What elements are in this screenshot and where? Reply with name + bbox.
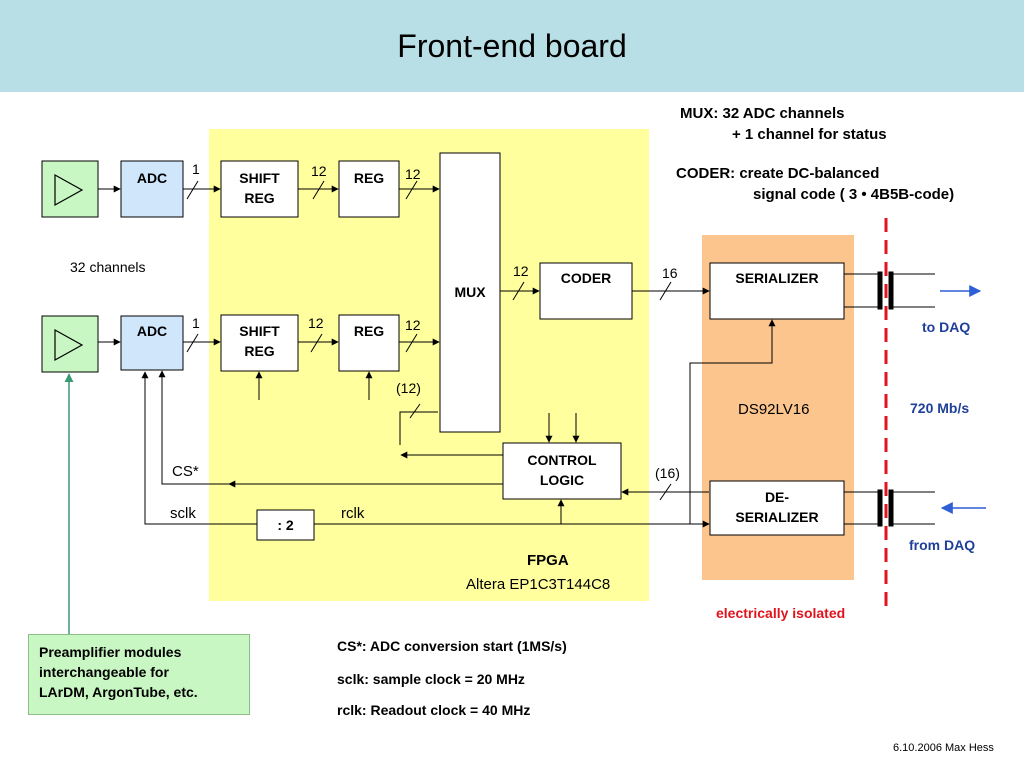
preamp-note-box: Preamplifier modules interchangeable for… [28,634,250,715]
bus-width-12b: 12 [308,315,324,331]
rclk-label: rclk [341,505,365,522]
bus-width-12e: 12 [513,263,529,279]
shift-reg-label-1-line1: SHIFT [239,170,280,186]
legend-rclk: rclk: Readout clock = 40 MHz [337,702,531,718]
footer-credit: 6.10.2006 Max Hess [893,742,994,754]
channel-2-wiring [98,333,440,353]
adc-block-1 [120,160,184,218]
serializer-block [709,262,845,320]
reg-label-2: REG [353,323,385,339]
header-band [0,0,1024,92]
adc-label-2: ADC [136,323,168,339]
isolation-transformer-tx [844,271,935,310]
shift-reg-label-2-line1: SHIFT [239,323,280,339]
to-daq-label: to DAQ [922,319,971,335]
shift-reg-label-1-line2: REG [244,190,275,206]
output-wiring [500,281,710,301]
shift-reg-label-2: SHIFT REG [221,321,298,361]
deserializer-label: DE- SERIALIZER [710,487,844,527]
divider-label: : 2 [277,517,294,533]
bus-width-12d: 12 [405,317,421,333]
bus-width-12a: 12 [311,163,327,179]
legend-sclk: sclk: sample clock = 20 MHz [337,671,525,687]
mux-label: MUX [454,284,486,300]
shift-reg-block-2 [220,314,299,372]
fpga-label: FPGA [527,552,569,569]
control-logic-line1: CONTROL [527,452,597,468]
bus-width-1a: 1 [192,161,200,177]
reg-label-1: REG [353,170,385,186]
serdes-part-label: DS92LV16 [738,401,810,418]
mux-block [439,152,501,433]
control-wiring [141,319,776,528]
legend-cs: CS*: ADC conversion start (1MS/s) [337,638,567,654]
preamp-1 [41,160,99,218]
divider-block [256,509,315,541]
fpga-part-label: Altera EP1C3T144C8 [466,576,611,593]
isolation-transformer-rx [844,489,935,527]
cs-label: CS* [172,463,199,480]
bus-width-12c: 12 [405,166,421,182]
page-title: Front-end board [397,28,627,64]
adc-label-1: ADC [136,170,168,186]
control-logic-block [502,442,622,500]
rate-label: 720 Mb/s [910,400,970,416]
bus-width-deserializer: (16) [655,465,680,481]
coder-label: CODER [560,270,612,286]
mux-note-line1: MUX: 32 ADC channels [680,105,845,122]
isolated-label: electrically isolated [716,605,846,621]
control-logic-label: CONTROL LOGIC [503,450,621,490]
reg-block-2 [338,314,400,372]
coder-block [539,262,633,320]
channels-label: 32 channels [70,259,146,275]
preamp-note-line3: LArDM, ArgonTube, etc. [39,684,198,700]
mux-note-line2: + 1 channel for status [732,126,887,143]
reg-block-1 [338,160,400,218]
deserializer-line2: SERIALIZER [735,509,819,525]
preamp-note-line1: Preamplifier modules [39,644,182,660]
from-daq-label: from DAQ [909,537,976,553]
coder-note-line2: signal code ( 3 • 4B5B-code) [753,186,955,203]
serializer-label: SERIALIZER [735,270,819,286]
shift-reg-label-1: SHIFT REG [221,168,298,208]
deserializer-line1: DE- [764,489,790,505]
deserializer-block [709,480,845,536]
sclk-label: sclk [170,505,196,522]
bus-width-16: 16 [662,265,678,281]
bus-width-feedback: (12) [396,380,421,396]
shift-reg-label-2-line2: REG [244,343,275,359]
bus-width-1b: 1 [192,315,200,331]
channel-1-wiring [98,180,440,200]
control-logic-line2: LOGIC [539,472,585,488]
preamp-note-line2: interchangeable for [39,664,169,680]
coder-note-line1: CODER: create DC-balanced [676,165,880,182]
adc-block-2 [120,315,184,371]
preamp-2 [41,315,99,373]
